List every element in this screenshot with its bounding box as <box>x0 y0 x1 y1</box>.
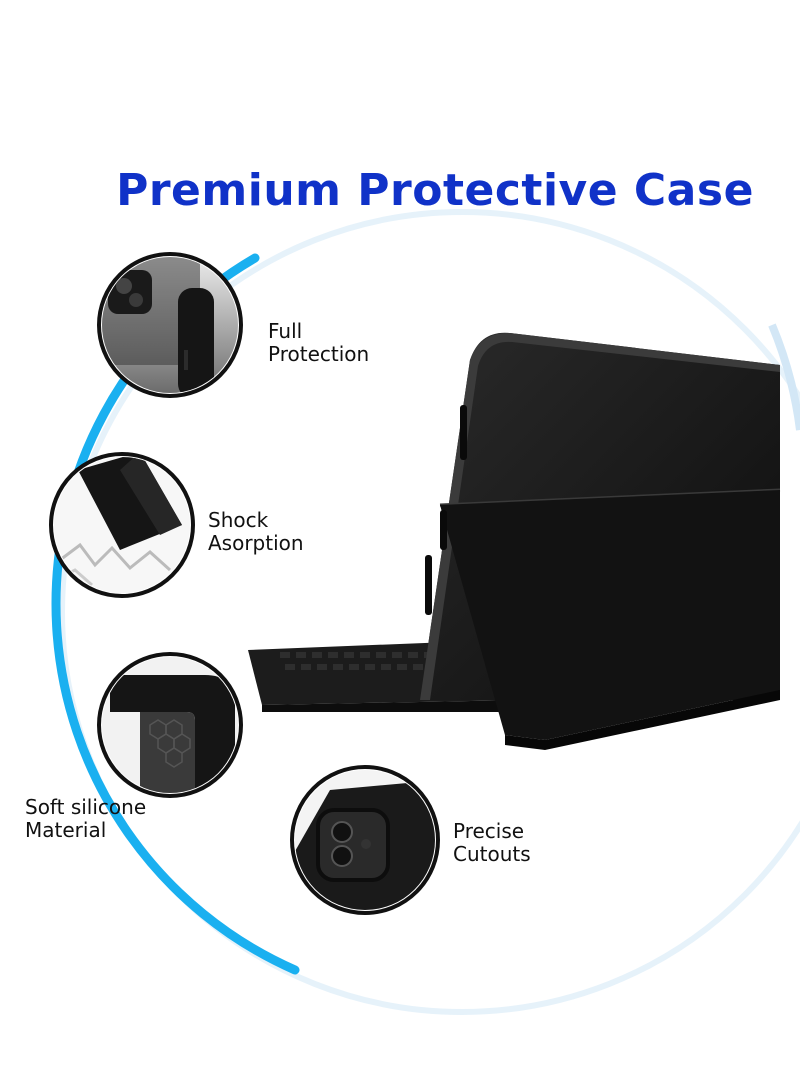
feature-line-1: Full <box>268 319 303 343</box>
feature-line-1: Precise <box>453 819 525 843</box>
full-protection-thumbnail <box>97 252 243 398</box>
feature-line-1: Shock <box>208 508 269 532</box>
page-title: Premium Protective Case <box>116 165 754 216</box>
accent-arc-right <box>768 323 800 431</box>
tablet-keyboard-case-image <box>248 332 781 750</box>
shock-absorption-thumbnail <box>49 452 195 598</box>
background-ring <box>59 209 800 1015</box>
feature-full-protection: Full Protection <box>268 320 369 366</box>
feature-line-2: Material <box>25 818 107 842</box>
soft-silicone-thumbnail <box>97 652 243 798</box>
feature-shock-absorption: Shock Asorption <box>208 509 304 555</box>
feature-line-2: Protection <box>268 342 370 366</box>
feature-line-2: Cutouts <box>453 842 531 866</box>
precise-cutouts-thumbnail <box>290 765 440 915</box>
feature-line-2: Asorption <box>208 531 304 555</box>
feature-line-1: Soft silicone <box>25 795 147 819</box>
feature-precise-cutouts: Precise Cutouts <box>453 820 531 866</box>
feature-soft-silicone: Soft silicone Material <box>25 796 146 842</box>
